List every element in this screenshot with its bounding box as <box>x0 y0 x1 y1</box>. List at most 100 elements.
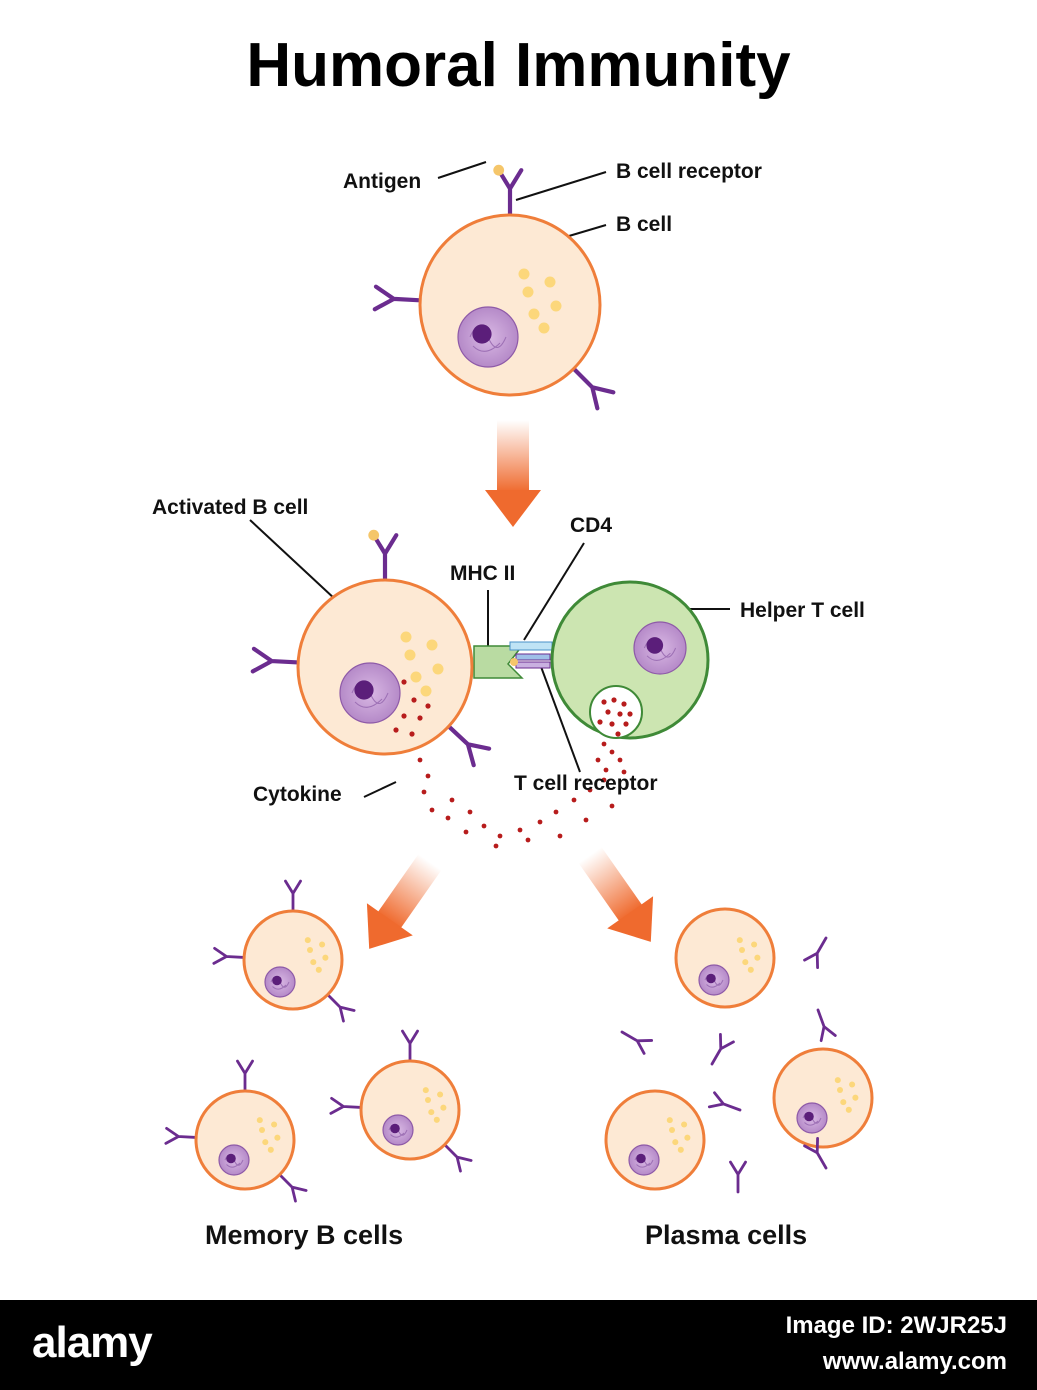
receptor-icon <box>236 1059 254 1093</box>
cytokine-dot <box>603 767 609 773</box>
leader-b-cell-receptor <box>515 171 607 201</box>
cytokine-dot <box>425 773 431 779</box>
cytokine-dot <box>463 829 469 835</box>
granule <box>306 946 314 954</box>
leader-cd4 <box>523 542 585 641</box>
granule <box>754 954 761 961</box>
label-helper-t-cell: Helper T cell <box>740 599 865 622</box>
cytokine-dot <box>421 789 427 795</box>
label-t-cell-receptor: T cell receptor <box>514 772 658 795</box>
nucleolus <box>646 637 664 654</box>
cytokine-dot <box>601 699 607 705</box>
granule <box>834 1077 841 1084</box>
cytokine-dot <box>393 727 399 733</box>
granule <box>544 276 556 288</box>
cytokine-dot <box>493 843 499 849</box>
released-cytokines <box>417 741 627 849</box>
diagram-title: Humoral Immunity <box>246 31 791 100</box>
granule <box>433 1116 440 1123</box>
nucleolus <box>636 1153 646 1164</box>
receptor-icon <box>496 168 524 218</box>
cytokine-dot <box>611 697 617 703</box>
footer-bar: alamy Image ID: 2WJR25J www.alamy.com <box>0 1300 1037 1390</box>
alamy-logo: alamy <box>32 1318 153 1367</box>
granule <box>747 966 754 973</box>
label-mhc-ii: MHC II <box>450 562 516 585</box>
tcr-molecule-a <box>515 653 551 661</box>
receptor-icon <box>446 724 492 768</box>
memory-b-cell <box>329 1029 473 1173</box>
granule <box>736 937 743 944</box>
label-b-cell: B cell <box>616 213 673 236</box>
granule <box>422 1087 429 1094</box>
granule <box>304 937 311 944</box>
nucleolus <box>472 324 492 344</box>
cell-membrane <box>418 213 602 397</box>
cytokine-dot <box>587 787 593 793</box>
granule <box>742 959 749 966</box>
label-plasma-cells: Plasma cells <box>645 1220 808 1250</box>
image-credit: Image ID: 2WJR25J www.alamy.com <box>786 1308 1007 1380</box>
plasma-cell <box>604 1089 706 1191</box>
cytokine-dot <box>553 809 559 815</box>
receptor-icon <box>164 1126 198 1145</box>
cytokine-dot <box>609 721 615 727</box>
cytokine-dot <box>627 711 633 717</box>
receptor-icon <box>803 1136 828 1170</box>
receptor-icon <box>371 533 399 583</box>
cytokine-dot <box>595 757 601 763</box>
granule <box>404 649 416 661</box>
cytokine-dot <box>401 679 407 685</box>
granule <box>672 1139 679 1146</box>
memory-b-cell <box>164 1059 308 1203</box>
granule <box>440 1104 447 1111</box>
receptor-icon <box>571 366 616 411</box>
leader-lines <box>249 161 730 798</box>
receptor-icon <box>620 1030 654 1055</box>
cytokine-dot <box>417 757 423 763</box>
cytokine-dot <box>605 709 611 715</box>
label-activated-b-cell: Activated B cell <box>152 496 309 519</box>
nucleolus <box>272 975 282 986</box>
cytokine-dot <box>615 731 621 737</box>
arrow-down-icon <box>485 420 541 527</box>
receptor-icon <box>278 1173 308 1203</box>
granule <box>400 631 412 643</box>
receptor-icon <box>326 993 356 1023</box>
receptor-icon <box>803 936 828 970</box>
nucleolus <box>226 1153 236 1164</box>
cytokine-dot <box>449 797 455 803</box>
cytokine-dot <box>621 701 627 707</box>
cytokine-dot <box>617 757 623 763</box>
granule <box>550 300 562 312</box>
granule <box>538 322 550 334</box>
presented-antigen <box>510 658 518 666</box>
cytokine-dot <box>597 719 603 725</box>
nucleolus <box>354 680 374 700</box>
cytokine-dot <box>623 721 629 727</box>
granule <box>677 1146 684 1153</box>
granule <box>681 1121 688 1128</box>
granule <box>684 1134 691 1141</box>
granule <box>840 1099 847 1106</box>
cytokine-dot <box>525 837 531 843</box>
helper-t-cell <box>550 580 710 740</box>
tcr-molecule-b <box>515 661 551 669</box>
cytokine-dot <box>571 797 577 803</box>
cytokine-dot <box>601 777 607 783</box>
cytokine-dot <box>609 803 615 809</box>
label-antigen: Antigen <box>343 170 422 193</box>
receptor-icon <box>250 646 301 674</box>
antigen-icon <box>493 164 505 176</box>
cytokine-cluster-b <box>393 679 431 737</box>
cytokine-dot <box>617 711 623 717</box>
label-b-cell-receptor: B cell receptor <box>616 160 762 183</box>
granule <box>668 1126 676 1134</box>
granule <box>262 1139 269 1146</box>
granule <box>256 1117 263 1124</box>
plasma-cell <box>674 907 776 1009</box>
granule <box>258 1126 266 1134</box>
granule <box>522 286 534 298</box>
diagram-canvas: Humoral Immunity Antigen B cell receptor… <box>152 31 874 1250</box>
nucleolus <box>804 1111 814 1122</box>
